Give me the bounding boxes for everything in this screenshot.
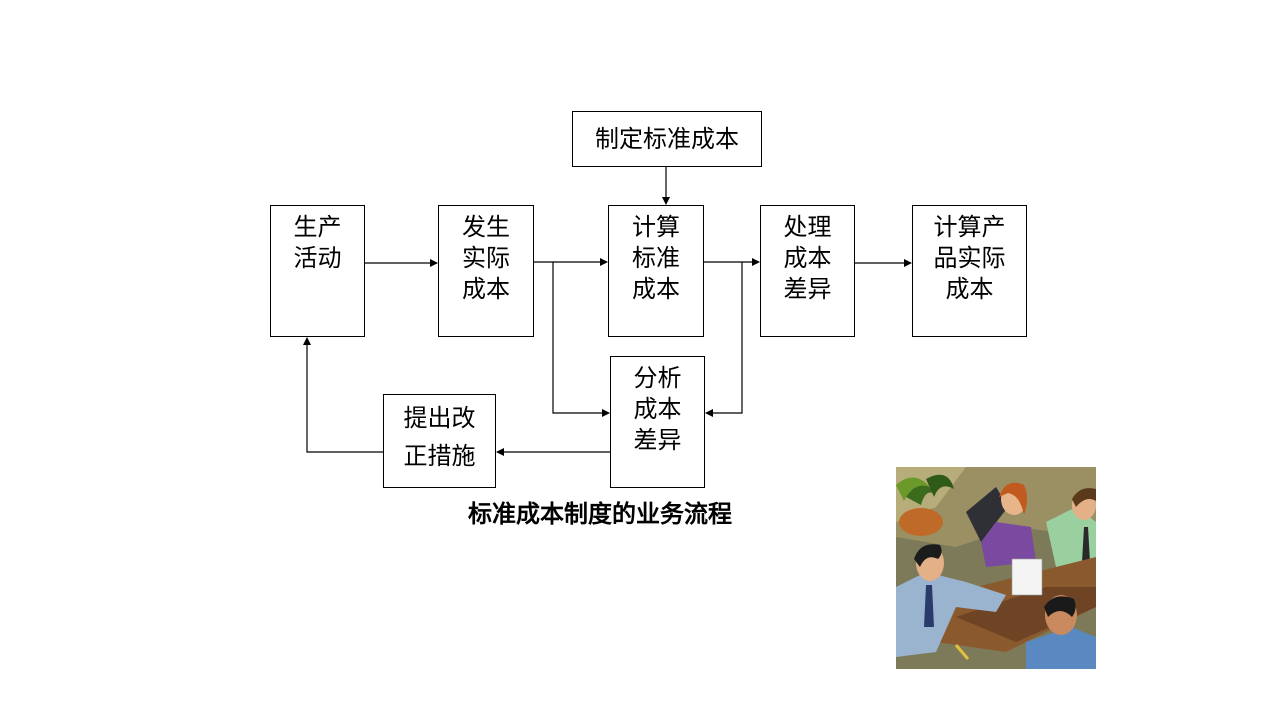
box-propose-corrective-measures: 提出改 正措施	[383, 394, 496, 488]
document-icon	[1011, 558, 1043, 596]
box-analyze-cost-variance: 分析 成本 差异	[610, 356, 705, 488]
box-calc-standard-cost: 计算 标准 成本	[608, 205, 704, 337]
person-man-left-icon	[896, 544, 1006, 657]
box-actual-cost-incurred: 发生 实际 成本	[438, 205, 534, 337]
business-meeting-clipart	[896, 467, 1096, 669]
box-production-activity: 生产 活动	[270, 205, 365, 337]
person-man-bottom-icon	[1026, 595, 1096, 669]
box-calc-product-actual-cost: 计算产 品实际 成本	[912, 205, 1027, 337]
person-man-right-icon	[1046, 488, 1096, 577]
plant-icon	[896, 474, 954, 536]
box-handle-cost-variance: 处理 成本 差异	[760, 205, 855, 337]
arrow-calc-to-analyze	[705, 262, 743, 417]
person-woman-icon	[981, 482, 1036, 567]
arrow-fix-to-prod	[303, 337, 383, 453]
arrow-occur-to-analyze	[552, 262, 610, 417]
box-set-standard-cost: 制定标准成本	[572, 111, 762, 167]
diagram-caption: 标准成本制度的业务流程	[468, 499, 732, 528]
